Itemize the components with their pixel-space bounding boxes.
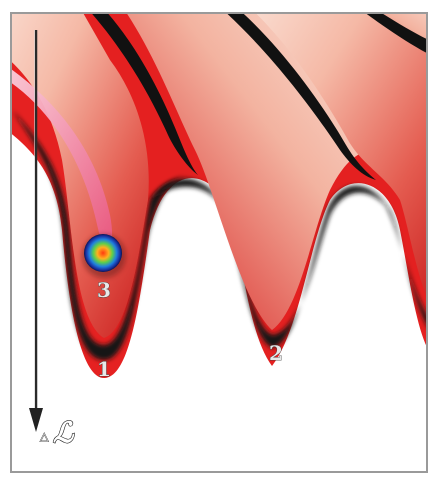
axis-delta-symbol: △ (40, 430, 49, 443)
lobe-1-label: 1 (97, 357, 111, 381)
axis-l-label: ℒ (53, 416, 75, 449)
particle-3 (84, 234, 122, 272)
lobe-2-label: 2 (269, 341, 283, 365)
particle-3-label: 3 (97, 278, 111, 302)
